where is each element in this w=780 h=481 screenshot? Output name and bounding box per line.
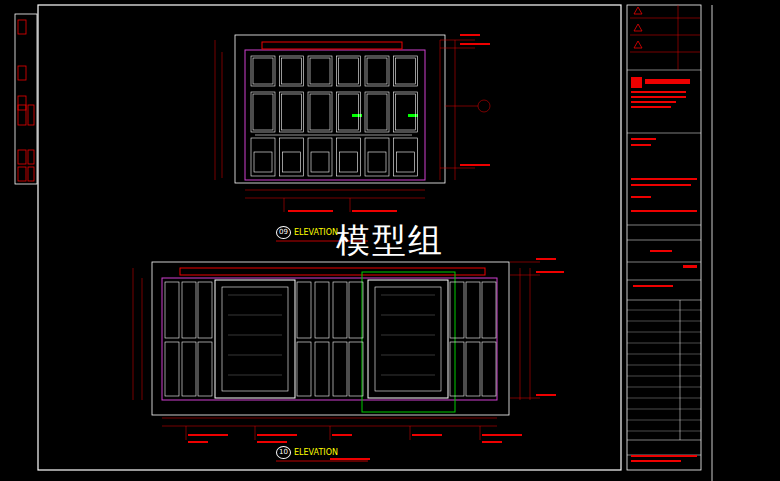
view-title: ELEVATION [294, 228, 338, 238]
view-title: ELEVATION [294, 448, 338, 458]
elevation-callout: 09ELEVATION [276, 226, 338, 239]
watermark: 模型组 [336, 221, 444, 259]
callout-number: 10 [276, 446, 291, 459]
elevation-callout: 10ELEVATION [276, 446, 338, 459]
callout-number: 09 [276, 226, 291, 239]
